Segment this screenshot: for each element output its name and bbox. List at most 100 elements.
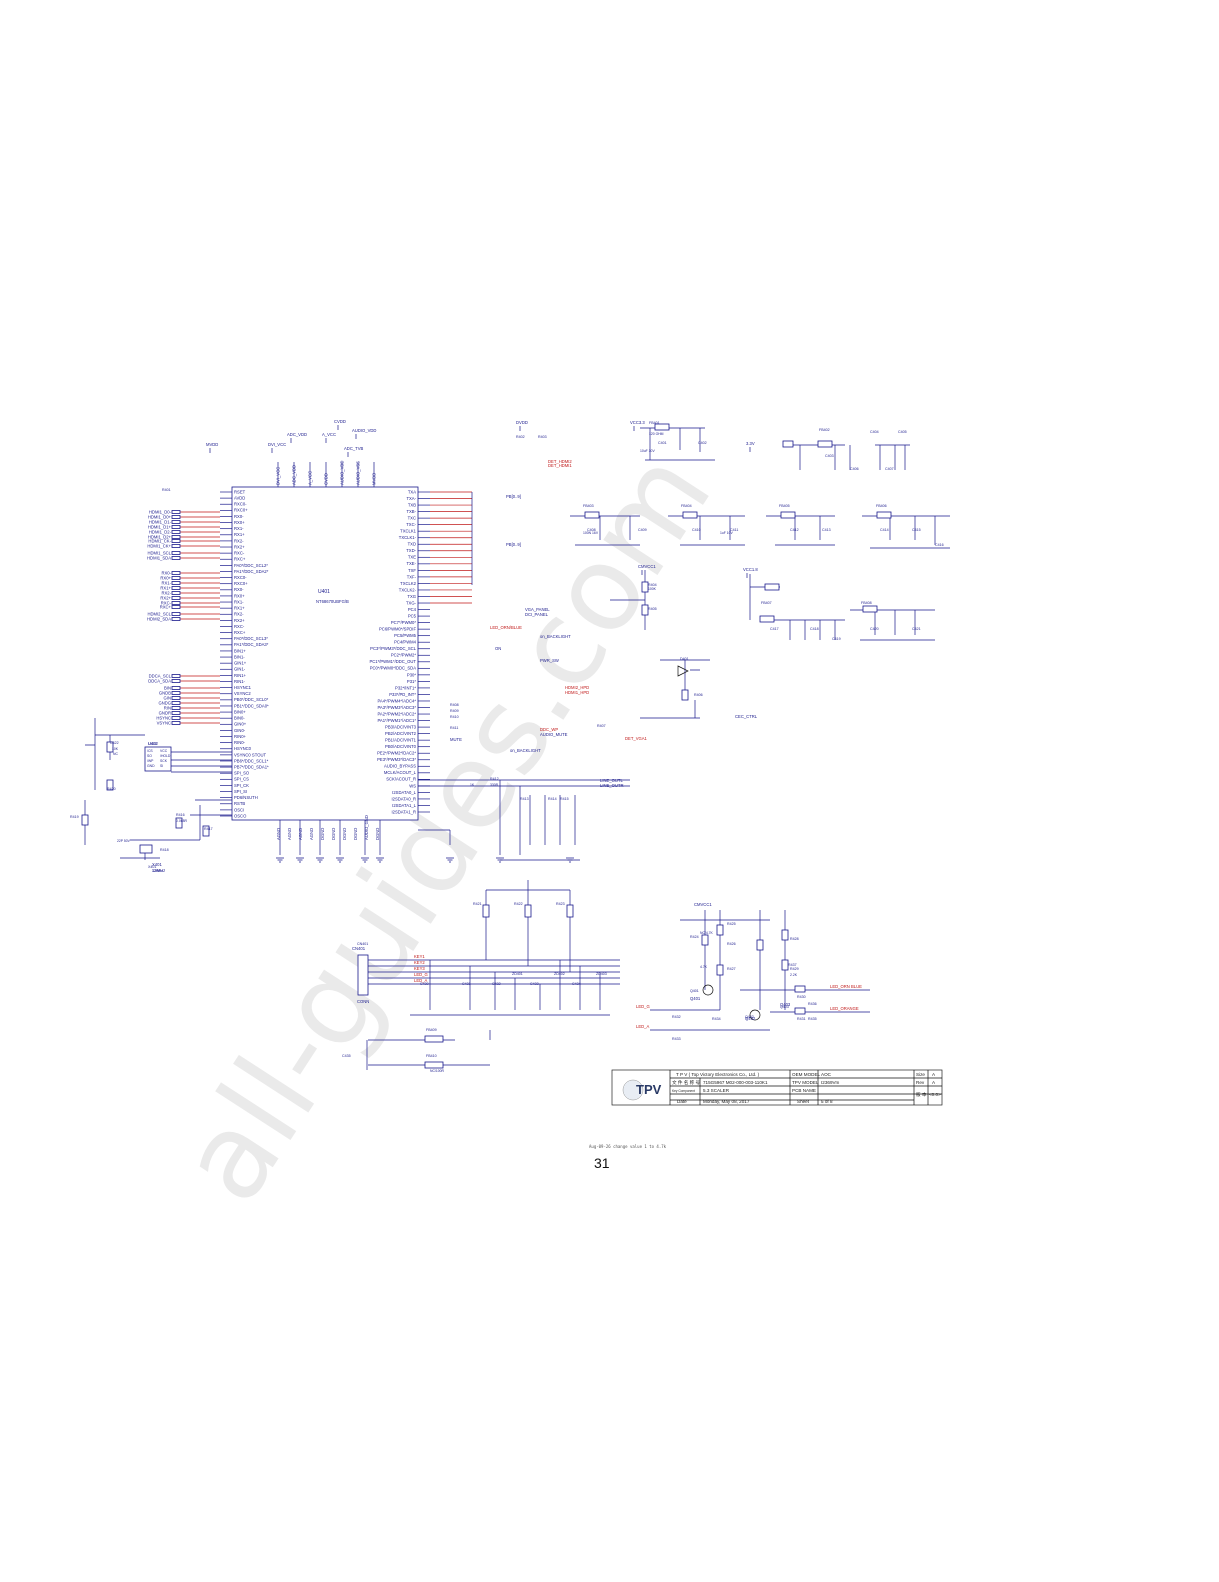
left-net-label: HDMI1_D1+ (148, 524, 172, 529)
component-ref: C401 (658, 441, 667, 445)
title-row-label-0: 文 件 名 称 号 (672, 1079, 700, 1086)
chip-left-pin: RX2- (234, 538, 244, 543)
right-net-label: MUTE (450, 737, 462, 742)
chip-left-pin: OSCI (234, 807, 244, 812)
chip-right-pin: PA2*/PWM2*/ADC2* (377, 711, 416, 716)
component-ref: R405 (648, 607, 657, 611)
chip-left-pin: RXC- (234, 624, 245, 629)
net-port (171, 571, 181, 575)
chip-bottom-pin: AGND (309, 828, 314, 840)
chip-right-pin: AUDIO_BYPASS (384, 764, 416, 769)
chip-right-pin: TXB- (406, 509, 416, 514)
component-ref: X401 (148, 865, 156, 869)
power-label: CVDD (334, 419, 346, 424)
component-ref: R404 (648, 583, 657, 587)
component-ref: C421 (912, 627, 921, 631)
component-ref: R433 (672, 1037, 681, 1041)
chip-top-pin: A_VCC (308, 471, 313, 485)
component-ref: C435 (342, 1054, 351, 1058)
component-ref: FB403 (583, 504, 594, 508)
chip-left-pin: GIN0- (234, 728, 246, 733)
component-ref: R423 (556, 902, 565, 906)
chip-right-pins: TXATXA-TXBTXB-TXCTXC-TXCLK1TXCLK1-TXDTXD… (369, 489, 473, 814)
chip-left-pin: HSYNC0 (234, 746, 252, 751)
left-net-labels: HDMI1_D0-HDMI1_D0+HDMI1_D1-HDMI1_D1+HDMI… (147, 509, 220, 725)
component-value: 2.2K (790, 973, 798, 977)
left-net-label: HSYNC (156, 715, 171, 720)
component-ref: U402 (148, 742, 157, 746)
chip-left-pin: SPI_CK (234, 783, 249, 788)
component-value: 1K (470, 783, 475, 787)
left-net-label: RX2- (161, 590, 171, 595)
chip-right-pin: PC5 (408, 613, 417, 618)
net-port (171, 525, 181, 529)
power-filter-blocks (570, 423, 950, 719)
component-ref: R434 (712, 1017, 721, 1021)
component-ref: R416 (176, 813, 185, 817)
net-port (171, 510, 181, 514)
net-port (171, 617, 181, 621)
title-sheet-label: Sheet (797, 1099, 810, 1104)
component-ref: R437 (788, 963, 797, 967)
component-ref: C417 (770, 627, 779, 631)
ground-symbols (276, 857, 574, 863)
title-version: <0.0> (929, 1092, 941, 1097)
chip-right-pin: WS (409, 783, 416, 788)
chip-right-pin: P30* (407, 672, 416, 677)
power-label: MVDD (206, 442, 218, 447)
right-net-label: PB[0..9] (506, 542, 521, 547)
component-ref: FB408 (861, 601, 872, 605)
chip-left-pin: RX0- (234, 514, 244, 519)
component-value: 100K (648, 587, 657, 591)
component-value: 1uF 10V (720, 531, 734, 535)
left-net-label: DDCA_SDA (148, 678, 171, 683)
right-net-label: ON (495, 646, 501, 651)
chip-right-pin: PC0*/PWM0*/DDC_SDA (370, 666, 417, 671)
component-ref: C413 (822, 528, 831, 532)
net-port (171, 576, 181, 580)
component-ref: C420 (870, 627, 879, 631)
chip-left-pin: GIN1- (234, 667, 246, 672)
led-net: LED_G (636, 1004, 650, 1009)
chip-left-pin: BIN1- (234, 654, 245, 659)
net-port (171, 601, 181, 605)
chip-left-pins: RSETAVDDRXC0-RXC0+RX0-RX0+RX1-RX1+RX2-RX… (220, 489, 269, 818)
chip-right-pin: SCK/ACOUT_R (386, 777, 416, 782)
component-ref: R413 (520, 797, 529, 801)
chip-right-pin: PB1/ADC/VINT1 (385, 738, 417, 743)
component-ref: C418 (810, 627, 819, 631)
title-version-label: 版 本 (916, 1091, 927, 1098)
chip-left-pin: GIN0+ (234, 722, 247, 727)
chip-bottom-pin: DGND (331, 828, 336, 840)
component-ref: R436 (808, 1002, 817, 1006)
component-ref: C406 (850, 467, 859, 471)
chip-right-pin: PC6/PWM0*/SPDIF (379, 627, 416, 632)
right-net-label: PB[0..9] (506, 494, 521, 499)
component-ref: FB406 (876, 504, 887, 508)
left-net-label: RXC+ (160, 604, 172, 609)
connector-net: KEY3 (414, 966, 425, 971)
tpv-logo (622, 1079, 644, 1101)
chip-bottom-pin: DGND (320, 828, 325, 840)
left-net-label: GNDG (158, 700, 171, 705)
connector-net: LED_G (414, 972, 428, 977)
component-value: 4.7K (700, 965, 708, 969)
right-net-label: LINE_OUTR (600, 783, 624, 788)
flash-pin: /CS (147, 749, 153, 753)
component-ref: Q401 (690, 989, 699, 993)
right-net-label: DET_VGA1 (625, 736, 648, 741)
component-value: 120 OHM (649, 432, 664, 436)
component-ref: C411 (730, 528, 738, 532)
chip-left-pin: RIN1+ (234, 673, 247, 678)
power-label: DVDD (516, 420, 528, 425)
component-ref: C414 (880, 528, 889, 532)
component-ref: FB405 (779, 504, 790, 508)
chip-right-pin: I2SDATA1_L (392, 803, 416, 808)
tpv-logo-text: TPV (636, 1082, 662, 1097)
component-ref: R414 (548, 797, 557, 801)
component-ref: FB407 (761, 601, 772, 605)
